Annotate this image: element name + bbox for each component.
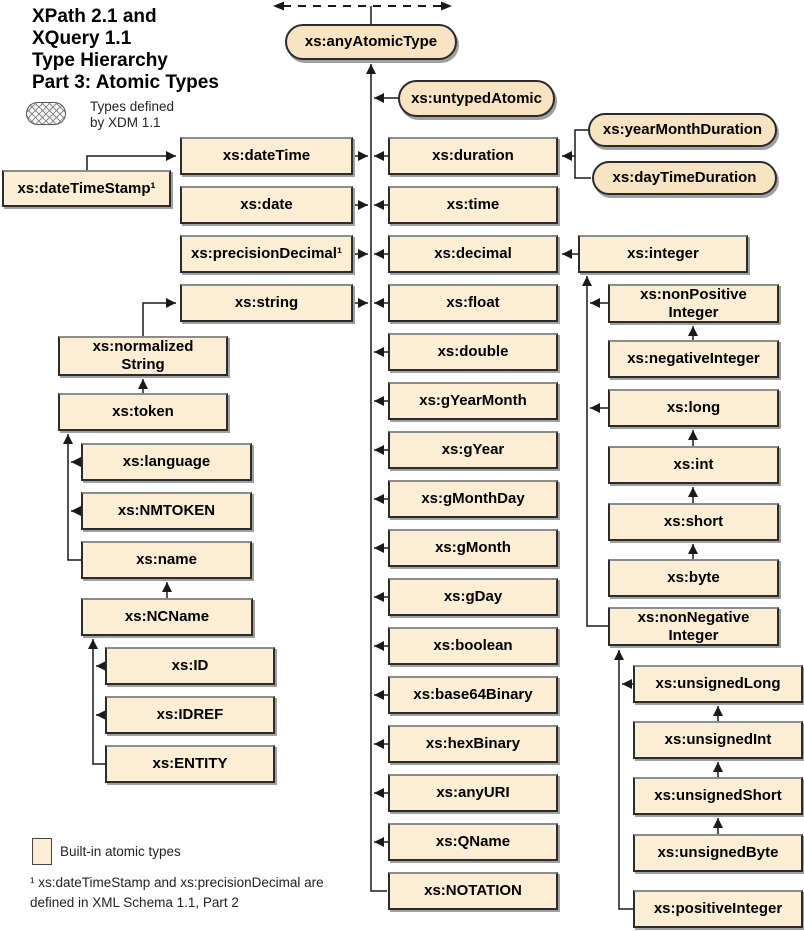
node-xs-unsignedShort: xs:unsignedShort (633, 777, 803, 815)
node-xs-QName: xs:QName (388, 823, 558, 861)
node-xs-IDREF: xs:IDREF (105, 696, 275, 734)
node-xs-yearMonthDuration: xs:yearMonthDuration (588, 113, 777, 147)
node-xs-gDay: xs:gDay (388, 578, 558, 616)
builtin-atomic-types-label: Built-in atomic types (60, 844, 181, 859)
node-xs-float: xs:float (388, 284, 558, 322)
xdm-types-swatch (26, 102, 66, 125)
node-xs-dateTimeStamp: xs:dateTimeStamp¹ (2, 170, 171, 207)
node-xs-positiveInteger: xs:positiveInteger (633, 890, 803, 928)
node-xs-byte: xs:byte (608, 559, 779, 597)
node-xs-decimal: xs:decimal (388, 235, 558, 273)
top-dashed-arrow (273, 1, 452, 11)
node-xs-gMonth: xs:gMonth (388, 529, 558, 567)
node-xs-gYear: xs:gYear (388, 431, 558, 469)
node-xs-gMonthDay: xs:gMonthDay (388, 480, 558, 518)
xdm-types-label: Types defined by XDM 1.1 (90, 99, 175, 130)
node-xs-base64Binary: xs:base64Binary (388, 676, 558, 714)
builtin-atomic-types-swatch (32, 838, 52, 865)
duration-subtree-connectors (562, 129, 591, 179)
node-xs-anyAtomicType: xs:anyAtomicType (285, 24, 457, 60)
node-xs-NMTOKEN: xs:NMTOKEN (81, 492, 252, 530)
node-xs-nonNegativeInteger: xs:nonNegative Integer (608, 607, 779, 646)
node-xs-ENTITY: xs:ENTITY (105, 745, 275, 783)
node-xs-int: xs:int (608, 446, 779, 484)
node-xs-duration: xs:duration (388, 137, 558, 175)
node-xs-hexBinary: xs:hexBinary (388, 725, 558, 763)
node-xs-unsignedInt: xs:unsignedInt (633, 721, 803, 759)
node-xs-anyURI: xs:anyURI (388, 774, 558, 812)
footnote: ¹ xs:dateTimeStamp and xs:precisionDecim… (30, 875, 324, 910)
node-xs-integer: xs:integer (578, 235, 748, 273)
node-xs-unsignedLong: xs:unsignedLong (633, 665, 803, 703)
node-xs-string: xs:string (180, 284, 353, 322)
node-xs-token: xs:token (58, 393, 228, 431)
node-xs-negativeInteger: xs:negativeInteger (608, 340, 779, 378)
node-xs-precisionDecimal: xs:precisionDecimal¹ (180, 235, 353, 273)
node-xs-name: xs:name (81, 541, 252, 579)
node-xs-language: xs:language (81, 443, 252, 481)
node-xs-double: xs:double (388, 333, 558, 371)
node-xs-ID: xs:ID (105, 647, 275, 685)
node-xs-nonPositiveInteger: xs:nonPositive Integer (608, 284, 779, 323)
node-xs-time: xs:time (388, 186, 558, 224)
node-xs-date: xs:date (180, 186, 353, 224)
node-xs-unsignedByte: xs:unsignedByte (633, 834, 803, 872)
node-xs-NCName: xs:NCName (81, 598, 253, 636)
node-xs-dateTime: xs:dateTime (180, 137, 353, 175)
node-xs-NOTATION: xs:NOTATION (388, 872, 558, 910)
node-xs-untypedAtomic: xs:untypedAtomic (398, 80, 555, 117)
node-xs-normalizedString: xs:normalized String (58, 336, 228, 376)
node-xs-long: xs:long (608, 389, 779, 427)
node-xs-gYearMonth: xs:gYearMonth (388, 382, 558, 420)
page-title: XPath 2.1 and XQuery 1.1 Type Hierarchy … (32, 6, 219, 93)
node-xs-short: xs:short (608, 503, 779, 541)
node-xs-dayTimeDuration: xs:dayTimeDuration (592, 161, 777, 195)
node-xs-boolean: xs:boolean (388, 627, 558, 665)
